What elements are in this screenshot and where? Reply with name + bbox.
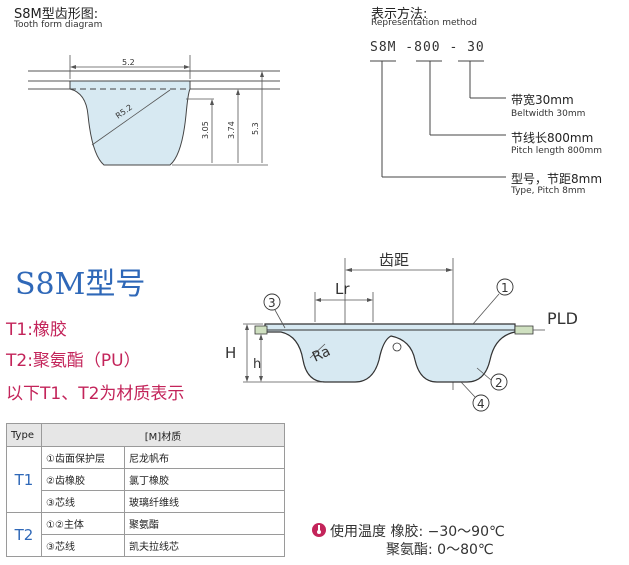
callout-4-leader [460,381,476,398]
table-row: ②齿橡胶 氯丁橡胶 [7,468,285,491]
pitch-arrow-left [345,268,352,272]
callout-2 [490,373,508,391]
material-table: Type [M]材质 T1 ①齿面保护层 尼龙帆布 ②齿橡胶 氯丁橡胶 ③芯线 … [6,423,285,557]
callout-1-label: 1 [501,281,509,295]
tooth-form-subtitle: Tooth form diagram [14,20,103,30]
legend-t2: T2:聚氨酯（PU） [6,351,141,371]
dim-top-label: 5.2 [122,58,135,67]
type-t1-cell: T1 [6,446,42,513]
representation-code: S8M -800 - 30 [370,40,485,55]
ra-leader [309,343,326,359]
type-pitch-en: Type, Pitch 8mm [511,186,586,196]
part-cell: ①齿面保护层 [41,446,125,469]
belt-profile-diagram: 齿距 Lr Ra PLD H h 3 1 2 4 [225,251,578,412]
table-head-type: Type [6,423,42,447]
lr-arrow-right [367,298,373,302]
table-row: T2 ①②主体 聚氨酯 [6,512,285,557]
center-mark [392,342,402,352]
table-header-row: Type [M]材质 [6,423,285,447]
callout-3-leader [274,309,286,329]
belt-body [264,323,516,383]
dim-h3-arrow [260,71,264,77]
material-cell: 玻璃纤维线 [124,490,285,513]
h-arrow-top [245,324,249,330]
callout-4 [472,394,490,412]
pitch-length-en: Pitch length 800mm [511,146,603,156]
callout-2-label: 2 [495,376,503,390]
material-cell: 尼龙帆布 [124,446,285,469]
tooth-form-title: S8M型齿形图: [14,7,99,22]
callout-3 [263,293,281,311]
representation-title: 表示方法: [371,7,428,22]
lr-label: Lr [335,280,350,298]
h-arrow-bottom [245,376,249,382]
part-cell: ③芯线 [41,534,125,557]
callout-2-leader [476,367,492,381]
dim-h3-label: 5.3 [251,122,260,135]
cord-left-end [254,325,268,335]
legend-note: 以下T1、T2为材质表示 [6,384,185,404]
material-cell: 氯丁橡胶 [124,468,285,491]
table-head-material: [M]材质 [41,423,285,447]
dim-arrow-left [70,65,76,69]
dim-h2-label: 3.74 [227,121,236,139]
h-small-arrow-top [259,334,263,340]
representation-leaders [370,60,506,178]
temperature-rubber: 使用温度 橡胶: −30～90℃ [330,524,505,540]
representation-subtitle: Representation method [371,18,477,28]
legend-t1: T1:橡胶 [6,320,67,340]
dim-h1-arrow [210,99,214,105]
table-row: T1 ①齿面保护层 尼龙帆布 [6,446,285,513]
callout-1 [496,278,514,296]
callout-1-leader [472,293,500,325]
tooth-form-diagram: 5.2 R5.2 3.05 3.74 5.3 [28,55,280,166]
dim-h2-arrow [236,89,240,95]
pitch-label: 齿距 [379,251,409,269]
pitch-length-cn: 节线长800mm [511,131,594,145]
h-small-arrow-bottom [259,376,263,382]
tooth-profile-shape [69,80,191,166]
cord-right-end [514,325,534,335]
part-cell: ③芯线 [41,490,125,513]
dim-arrow-right [184,65,190,69]
material-cell: 聚氨酯 [124,512,285,535]
table-row: ③芯线 玻璃纤维线 [7,490,285,513]
material-cell: 凯夫拉线芯 [124,534,285,557]
table-row: ③芯线 凯夫拉线芯 [7,534,285,557]
pitch-arrow-right [446,268,453,272]
lr-arrow-left [315,298,321,302]
dim-h1-label: 3.05 [201,121,210,139]
pld-label: PLD [547,309,578,328]
h-label: H [225,344,236,362]
belt-width-cn: 带宽30mm [511,93,574,107]
thermometer-icon [312,523,326,537]
part-cell: ①②主体 [41,512,125,535]
callout-4-label: 4 [477,397,485,411]
type-pitch-cn: 型号，节距8mm [511,172,603,186]
model-title: S8M型号 [15,267,146,302]
h-small-label: h [253,357,261,372]
temperature-pu: 聚氨酯: 0～80℃ [386,542,494,558]
belt-width-en: Beltwidth 30mm [511,109,586,119]
type-t2-cell: T2 [6,512,42,557]
radius-line [91,89,171,146]
ra-label: Ra [310,344,333,366]
part-cell: ②齿橡胶 [41,468,125,491]
callout-3-label: 3 [268,296,276,310]
